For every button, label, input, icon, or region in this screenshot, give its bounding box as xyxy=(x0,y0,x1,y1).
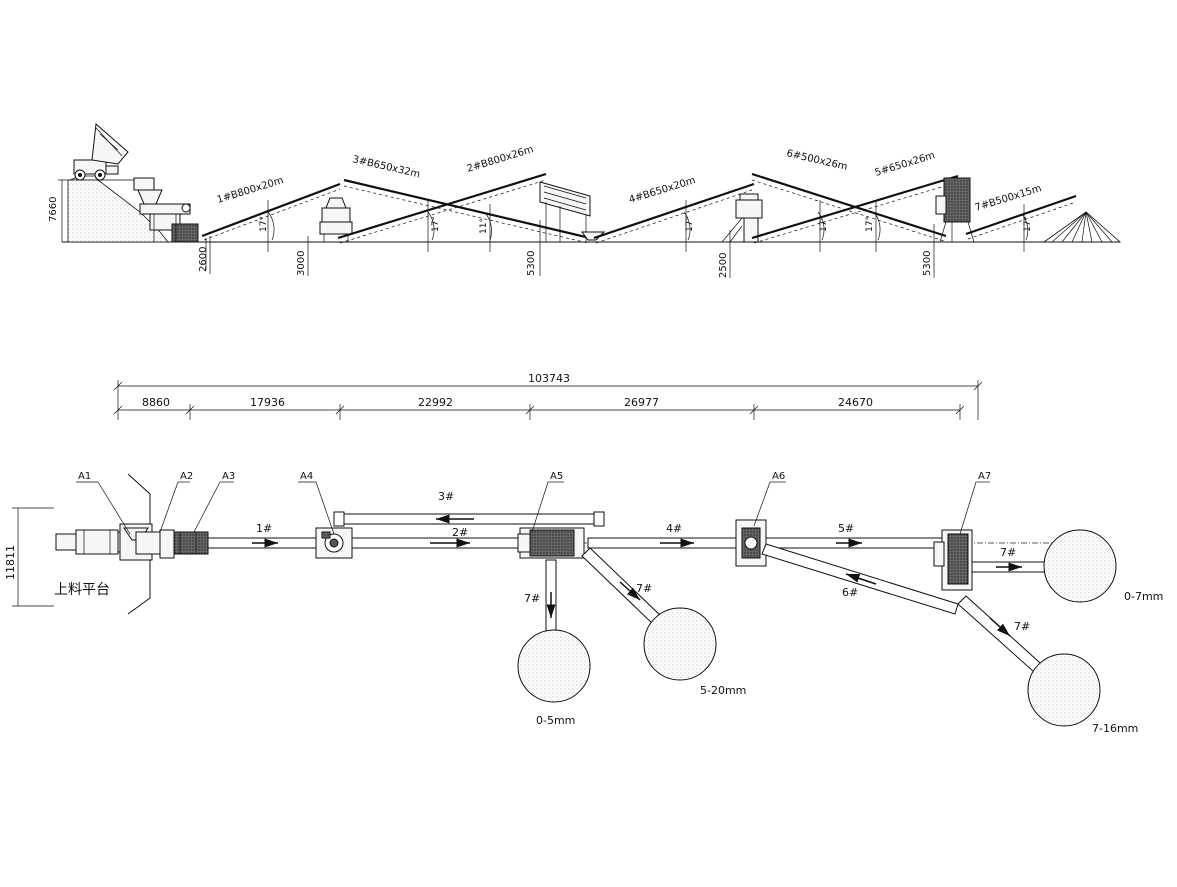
plan-equipment-a6 xyxy=(735,519,767,567)
angle-conveyor-4: 17° xyxy=(685,216,695,232)
plan-conveyor-6 xyxy=(761,543,959,615)
plan-equipment-a1-a3 xyxy=(119,523,209,561)
plan-conveyor-1 xyxy=(207,537,321,549)
dim-width: 11811 xyxy=(4,545,17,580)
dim-segment-4: 26977 xyxy=(624,396,659,409)
callout-a5: A5 xyxy=(550,471,563,482)
dim-height-1: 2600 xyxy=(198,247,209,272)
elev-stockpile xyxy=(1042,211,1122,243)
stockpile-7-16mm xyxy=(1027,653,1101,727)
angle-conveyor-1: 17° xyxy=(259,216,269,232)
stockpile-0-5mm xyxy=(517,629,591,703)
dim-overall-height: 7660 xyxy=(48,197,59,222)
product-0-5mm: 0-5mm xyxy=(536,714,575,727)
plan-conveyor-4 xyxy=(587,537,737,549)
dim-height-3: 5300 xyxy=(526,251,537,276)
dim-total-length: 103743 xyxy=(528,372,570,385)
callout-a2: A2 xyxy=(180,471,193,482)
plan-total-dimension: 103743 xyxy=(113,372,983,420)
plan-view: 103743 8860 17936 22992 26977 24670 xyxy=(4,372,1163,735)
dim-segment-1: 8860 xyxy=(142,396,170,409)
elev-conveyor-6 xyxy=(751,172,947,242)
plan-conveyor-3 xyxy=(333,511,605,527)
dim-height-4: 2500 xyxy=(718,253,729,278)
dim-height-2: 3000 xyxy=(296,251,307,276)
plan-conveyor-2 xyxy=(351,537,523,549)
angle-conveyor-6: 17° xyxy=(819,216,829,232)
dump-truck-icon xyxy=(73,122,129,181)
label-conveyor-1: 1#B800x20m xyxy=(216,175,285,206)
angle-conveyor-7: 17° xyxy=(1023,216,1033,232)
plan-label-4: 4# xyxy=(666,522,682,535)
platform-label: 上料平台 xyxy=(54,582,110,598)
plan-label-7c: 7# xyxy=(524,592,540,605)
elev-conveyor-7 xyxy=(965,194,1077,240)
dim-height-5: 5300 xyxy=(922,251,933,276)
product-5-20mm: 5-20mm xyxy=(700,684,746,697)
dim-segment-3: 22992 xyxy=(418,396,453,409)
label-conveyor-3: 3#B650x32m xyxy=(351,154,421,180)
plan-equipment-a5 xyxy=(517,527,585,559)
plan-width-dimension: 11811 xyxy=(4,507,54,607)
feeder-station xyxy=(133,177,199,243)
elev-screen-a7 xyxy=(935,177,975,243)
elevation-view: 7660 xyxy=(48,122,1122,278)
plan-label-2: 2# xyxy=(452,526,468,539)
label-conveyor-4: 4#B650x20m xyxy=(628,175,697,206)
plan-equipment-a4 xyxy=(315,527,353,559)
elev-crusher-a6 xyxy=(721,193,763,243)
plan-label-7a: 7# xyxy=(1000,546,1016,559)
callout-a6: A6 xyxy=(772,471,785,482)
label-conveyor-5: 5#650x26m xyxy=(874,150,937,179)
elev-screen-a5 xyxy=(539,181,606,242)
plan-label-1: 1# xyxy=(256,522,272,535)
plan-label-7d: 7# xyxy=(636,582,652,595)
angle-conveyor-2: 11° xyxy=(479,218,489,234)
callout-a1: A1 xyxy=(78,471,91,482)
elev-conveyor-1 xyxy=(201,182,341,270)
dim-segment-5: 24670 xyxy=(838,396,873,409)
height-dims: 2600 3000 5300 2500 5300 xyxy=(198,220,935,278)
callout-a3: A3 xyxy=(222,471,235,482)
plan-segment-dimensions: 8860 17936 22992 26977 24670 xyxy=(113,396,965,420)
label-conveyor-2: 2#B800x26m xyxy=(466,144,535,175)
product-0-7mm: 0-7mm xyxy=(1124,590,1163,603)
plan-conveyor-5 xyxy=(765,537,943,549)
product-7-16mm: 7-16mm xyxy=(1092,722,1138,735)
plan-label-7b: 7# xyxy=(1014,620,1030,633)
elev-conveyor-3 xyxy=(343,178,591,244)
callout-a7: A7 xyxy=(978,471,991,482)
equipment-callouts: A1 A2 A3 A4 A5 A6 A7 xyxy=(76,471,991,535)
angle-conveyor-5: 17° xyxy=(865,216,875,232)
label-conveyor-7: 7#B500x15m xyxy=(974,183,1043,214)
elev-crusher-a4 xyxy=(319,197,353,242)
stockpile-0-7mm xyxy=(1043,529,1117,603)
elev-conveyor-4 xyxy=(593,182,755,244)
elev-conveyor-5 xyxy=(751,174,959,244)
label-conveyor-6: 6#500x26m xyxy=(785,148,848,173)
plan-equipment-a7 xyxy=(933,529,973,591)
callout-a4: A4 xyxy=(300,471,313,482)
angle-marks: 17° 17° 11° 17° 17° 17° 17° xyxy=(259,200,1033,252)
elev-conveyor-2 xyxy=(337,172,547,244)
plan-label-5: 5# xyxy=(838,522,854,535)
plan-label-3: 3# xyxy=(438,490,454,503)
plan-label-6: 6# xyxy=(842,586,858,599)
dim-segment-2: 17936 xyxy=(250,396,285,409)
angle-conveyor-3: 17° xyxy=(431,216,441,232)
stockpile-5-20mm xyxy=(643,607,717,681)
